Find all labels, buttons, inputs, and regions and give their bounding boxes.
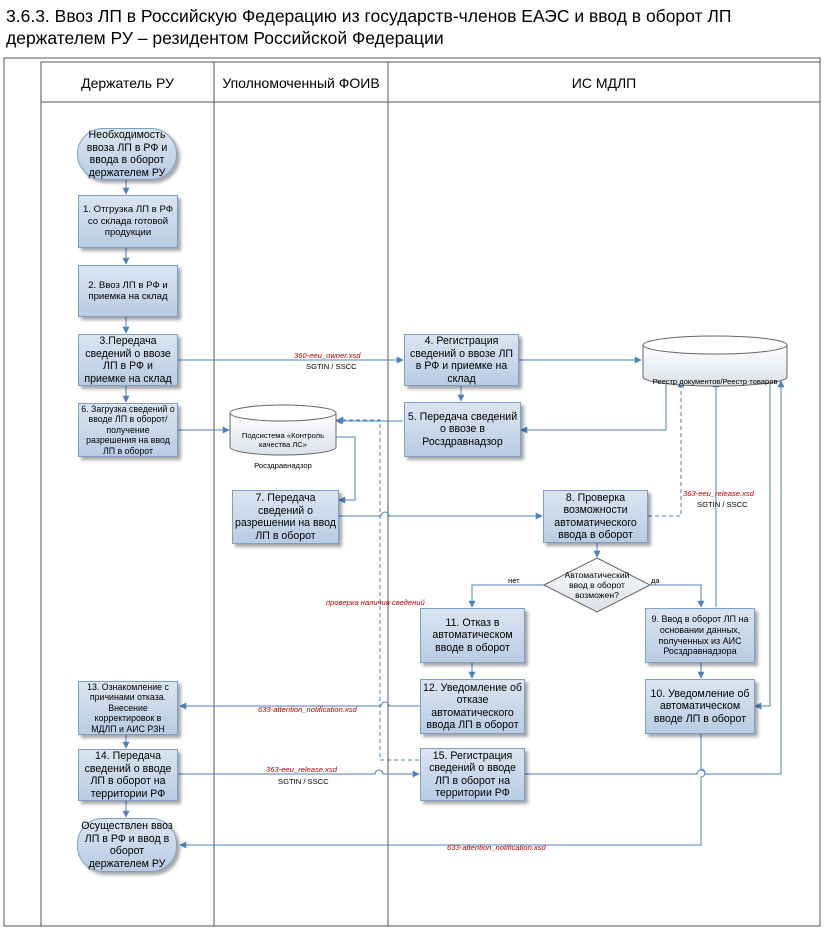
conn-n12-n13: [179, 701, 420, 710]
registry-db: [642, 335, 788, 387]
step-4-box: 4. Регистрация сведений о ввозе ЛП в РФ …: [404, 334, 519, 386]
yes-label: да: [651, 576, 660, 585]
check-label: проверка наличия сведений: [326, 598, 425, 607]
step-7-box: 7. Передача сведений о разрешении на вво…: [232, 490, 339, 544]
step-3-box: 3.Передача сведений о ввозе ЛП в РФ и пр…: [78, 334, 178, 386]
page-title: 3.6.3. Ввоз ЛП в Российскую Федерацию из…: [6, 6, 732, 48]
conn-decision-yes: [648, 584, 705, 608]
lane-header-foiv: Уполномоченный ФОИВ: [222, 75, 380, 91]
step-6-box: 6. Загрузка сведений о вводе ЛП в оборот…: [78, 403, 178, 457]
step-8-box: 8. Проверка возможности автоматического …: [543, 490, 648, 543]
step-1-box: 1. Отгрузка ЛП в РФ со склада готовой пр…: [78, 195, 178, 248]
conn-registry-n5: [520, 381, 667, 434]
conn-n8-registry: [648, 380, 685, 517]
msg-363-label-a: 363-eeu_release.xsd: [683, 489, 754, 498]
sgtin-label-3: SGTIN / SSCC: [278, 777, 329, 786]
quality-db-label: Подсистема «Контроль качества ЛС»: [241, 431, 325, 449]
step-15-box: 15. Регистрация сведений о вводе ЛП в об…: [420, 748, 525, 801]
msg-633-label-b: 633-attention_notification.xsd: [447, 843, 546, 852]
conn-registry-n10: [754, 381, 771, 710]
quality-db-owner: Росздравнадзор: [254, 461, 312, 470]
decision-text: Автоматический ввод в оборот возможен?: [564, 570, 630, 600]
lane-header-mdlp: ИС МДЛП: [571, 75, 637, 91]
step-5-box: 5. Передача сведений о ввозе в Росздравн…: [404, 402, 521, 457]
no-label: нет: [508, 576, 520, 585]
step-14-box: 14. Передача сведений о вводе ЛП в оборо…: [78, 749, 178, 801]
conn-n14-n15: [178, 769, 420, 778]
conn-n10-end: [179, 734, 706, 849]
conn-n7-n8: [339, 511, 543, 520]
registry-db-label: Реестр документов/Реестр товаров: [652, 377, 778, 386]
step-12-box: 12. Уведомление об отказе автоматическог…: [420, 679, 525, 734]
step-13-box: 13. Ознакомление с причинами отказа. Вне…: [78, 681, 178, 735]
step-10-box: 10. Уведомление об автоматическом вводе …: [645, 679, 755, 734]
start-terminator: Необходимость ввоза ЛП в РФ и ввода в об…: [77, 128, 177, 180]
conn-decision-no: [468, 584, 545, 608]
end-terminator: Осуществлен ввоз ЛП в РФ и ввод в оборот…: [77, 818, 177, 872]
step-9-box: 9. Ввод в оборот ЛП на основании данных,…: [645, 608, 755, 663]
conn-quality-n7: [336, 436, 356, 504]
lane-header-holder: Держатель РУ: [81, 75, 174, 91]
msg-360-label: 360-eeu_owner.xsd: [294, 351, 361, 360]
decision-diamond: [542, 557, 652, 613]
step-2-box: 2. Ввоз ЛП в РФ и приемка на склад: [78, 265, 178, 317]
sgtin-label-2: SGTIN / SSCC: [697, 500, 748, 509]
conn-check: [336, 416, 419, 761]
msg-363-label-b: 363-eeu_release.xsd: [266, 765, 337, 774]
msg-633-label-a: 633-attention_notification.xsd: [258, 705, 357, 714]
step-11-box: 11. Отказ в автоматическом вводе в оборо…: [420, 608, 525, 663]
quality-db: [229, 404, 337, 456]
sgtin-label-1: SGTIN / SSCC: [306, 362, 357, 371]
